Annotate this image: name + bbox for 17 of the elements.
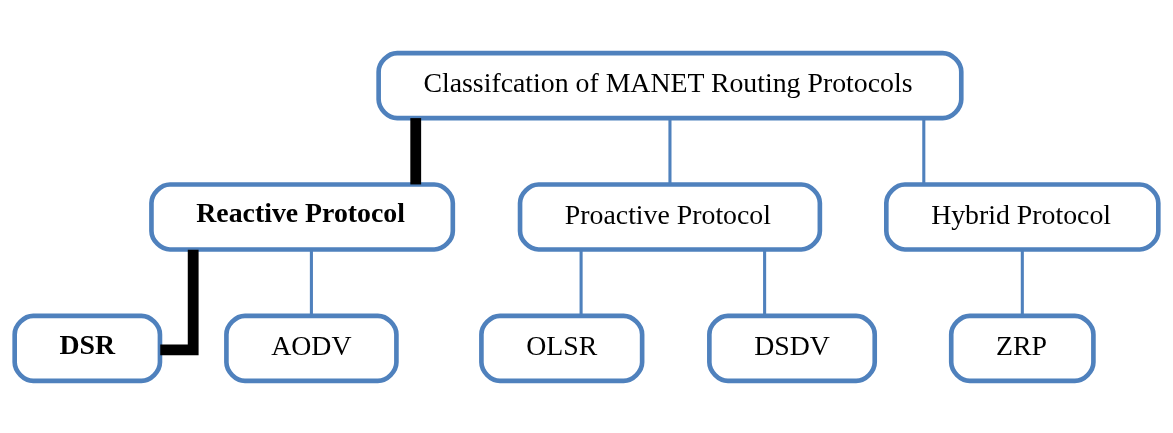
connector: [922, 117, 926, 184]
node-box: DSR: [12, 313, 163, 383]
node-box: Classifcation of MANET Routing Protocols: [376, 50, 964, 120]
node-box: Reactive Protocol: [149, 181, 456, 252]
connector: [410, 117, 422, 184]
connector: [309, 248, 313, 316]
connector: [763, 248, 767, 316]
node-box: OLSR: [479, 313, 645, 383]
node-box: AODV: [224, 313, 399, 383]
node-box: Hybrid Protocol: [884, 181, 1161, 252]
node-box: ZRP: [948, 313, 1096, 383]
connector: [668, 117, 672, 184]
node-box: Proactive Protocol: [517, 181, 823, 252]
connector: [1020, 248, 1024, 316]
connector: [579, 248, 583, 316]
node-box: DSDV: [707, 313, 878, 383]
connector: [160, 249, 199, 355]
